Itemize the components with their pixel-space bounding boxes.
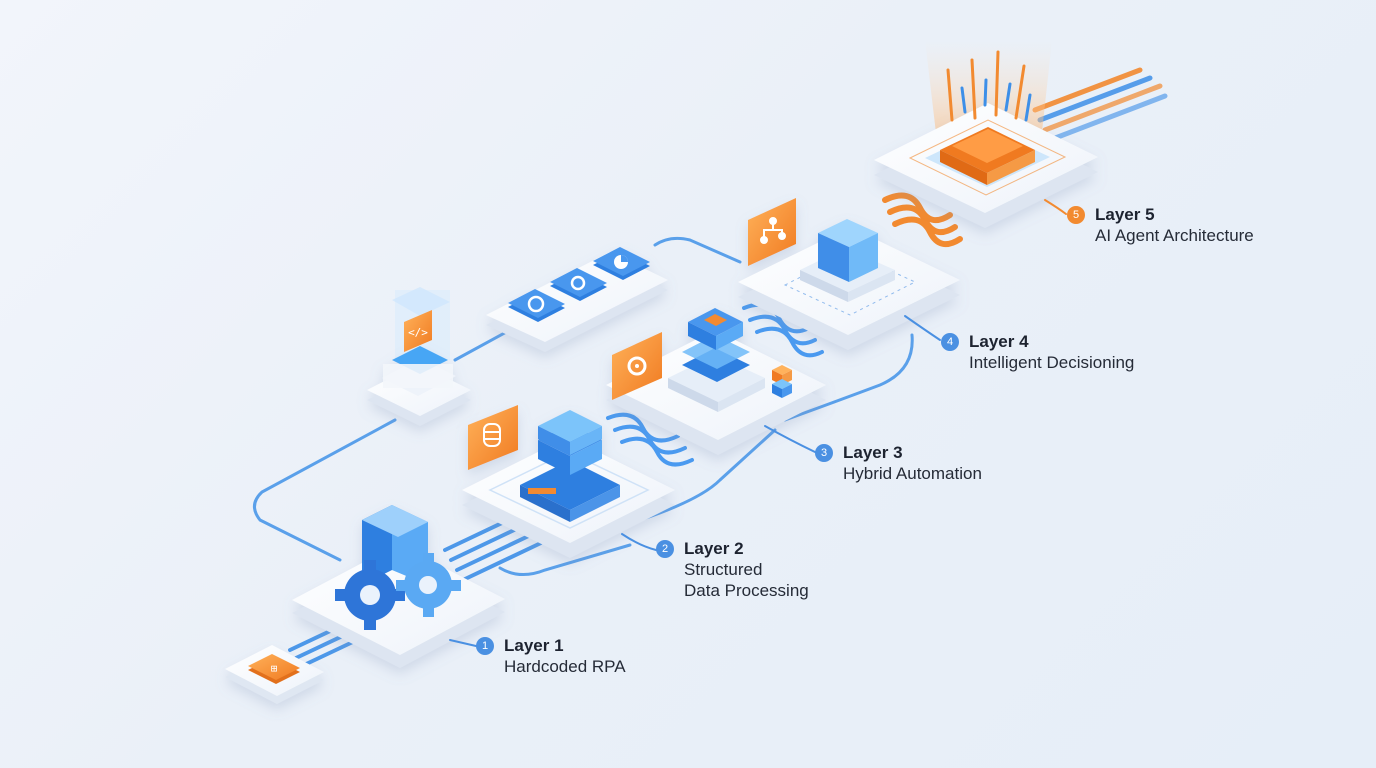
layer-description: Intelligent Decisioning [969, 353, 1135, 372]
svg-text:⊞: ⊞ [271, 662, 278, 675]
layer-badge: 4 [941, 333, 959, 351]
energy-beams [946, 50, 1032, 122]
gear-icon [396, 553, 461, 617]
layer-badge: 1 [476, 637, 494, 655]
hierarchy-icon [748, 198, 796, 266]
connector-line [653, 236, 742, 264]
layer-3-label: 3 Layer 3 Hybrid Automation [815, 442, 982, 484]
data-stream [882, 192, 963, 248]
leader-lines [449, 199, 1067, 647]
ai-cube-icon [800, 219, 895, 302]
layer-5-platform [874, 40, 1098, 228]
layer-badge: 5 [1067, 206, 1085, 224]
database-icon [468, 405, 518, 470]
settings-icon [550, 268, 607, 301]
layer-title: Layer 1 [504, 636, 564, 655]
layer-description: Hardcoded RPA [504, 657, 626, 676]
data-stream [606, 412, 694, 467]
connector-line [453, 328, 512, 362]
layer-description: AI Agent Architecture [1095, 226, 1254, 245]
connector-line [253, 418, 397, 562]
output-stream [1032, 67, 1168, 143]
cube-stack-icon [772, 365, 792, 398]
code-icon: </> [404, 310, 432, 352]
layer-badge: 2 [656, 540, 674, 558]
layer-description: Hybrid Automation [843, 464, 982, 483]
tools-platform [486, 247, 668, 352]
processing-unit-icon [668, 308, 765, 412]
pie-chart-icon [593, 247, 650, 280]
layer-title: Layer 5 [1095, 205, 1155, 224]
gear-icon [508, 289, 565, 322]
layer-4-label: 4 Layer 4 Intelligent Decisioning [941, 331, 1134, 373]
gear-icon [335, 560, 405, 630]
input-platform: ⊞ [225, 645, 324, 704]
layer-title: Layer 4 [969, 332, 1029, 351]
svg-text:</>: </> [408, 326, 428, 339]
gear-icon [612, 332, 662, 400]
layer-4-platform [738, 198, 960, 350]
layer-description: Structured Data Processing [684, 560, 809, 600]
layer-1-label: 1 Layer 1 Hardcoded RPA [476, 635, 626, 677]
code-module-platform: </> [367, 287, 471, 426]
workflow-icon: ⊞ [248, 654, 300, 684]
layer-2-platform [462, 405, 675, 558]
connector-line [498, 543, 632, 576]
layer-3-platform [606, 308, 826, 455]
layer-badge: 3 [815, 444, 833, 462]
connector-line [783, 333, 914, 422]
layer-title: Layer 2 [684, 539, 744, 558]
layer-2-label: 2 Layer 2 Structured Data Processing [656, 538, 809, 601]
layer-5-label: 5 Layer 5 AI Agent Architecture [1067, 204, 1254, 246]
data-streams [288, 67, 1168, 668]
layer-title: Layer 3 [843, 443, 903, 462]
database-server-icon [520, 410, 620, 522]
ai-core-icon [940, 127, 1035, 185]
